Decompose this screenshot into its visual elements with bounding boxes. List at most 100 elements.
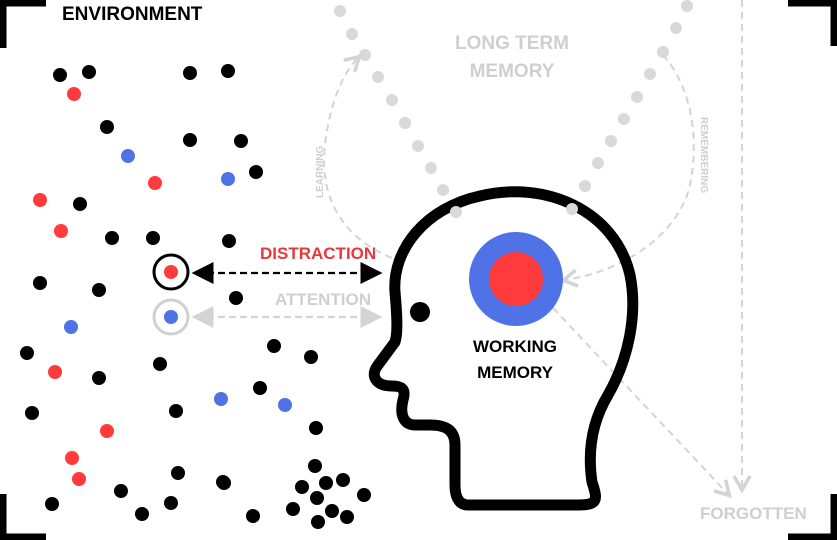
memory-trail-dot <box>631 91 643 103</box>
stimulus-dot-black <box>216 475 230 489</box>
stimulus-dot-black <box>295 480 309 494</box>
head-entry-point-right <box>566 203 578 215</box>
long-term-memory-label-line2: MEMORY <box>470 61 555 82</box>
stimulus-dot-black <box>309 421 323 435</box>
memory-trail-dot <box>346 28 358 40</box>
learning-label: LEARNING <box>315 146 326 198</box>
memory-trail-dot <box>334 5 346 17</box>
stimulus-dot-black <box>253 381 267 395</box>
eye <box>410 302 430 322</box>
stimulus-dot-blue <box>278 398 292 412</box>
stimulus-dot-black <box>105 231 119 245</box>
stimulus-dot-black <box>310 491 324 505</box>
stimulus-dot-black <box>153 357 167 371</box>
stimulus-dot-red <box>148 176 162 190</box>
stimulus-dot-black <box>336 473 350 487</box>
distraction-label: DISTRACTION <box>260 244 376 263</box>
stimulus-dot-black <box>234 134 248 148</box>
stimulus-dot-black <box>53 68 67 82</box>
stimulus-dot-red <box>67 87 81 101</box>
stimulus-dot-black <box>183 66 197 80</box>
corner-bottom-left <box>0 494 46 540</box>
corner-bottom-right <box>788 494 837 540</box>
attention-ring <box>152 298 190 336</box>
memory-trail-dot <box>386 94 398 106</box>
stimulus-dot-red <box>65 451 79 465</box>
stimulus-dot-black <box>229 291 243 305</box>
memory-trail-dot <box>399 117 411 129</box>
corner-top-right <box>788 0 837 46</box>
stimulus-dot-black <box>340 510 354 524</box>
stimulus-dot-black <box>171 466 185 480</box>
stimulus-dot-black <box>246 509 260 523</box>
stimulus-dot-blue <box>214 392 228 406</box>
stimulus-dot-black <box>20 346 34 360</box>
stimulus-dot-red <box>164 265 178 279</box>
stimulus-dot-black <box>304 350 318 364</box>
environment-label: ENVIRONMENT <box>62 4 203 25</box>
stimulus-dot-black <box>308 459 322 473</box>
environment-stimuli <box>20 64 371 529</box>
corner-top-left <box>0 0 46 48</box>
memory-trail-dot <box>644 68 656 80</box>
stimulus-dot-black <box>357 488 371 502</box>
stimulus-dot-blue <box>64 320 78 334</box>
stimulus-dot-black <box>169 404 183 418</box>
stimulus-dot-black <box>221 64 235 78</box>
forgotten-label: FORGOTTEN <box>700 504 807 523</box>
memory-trail-dot <box>657 46 669 58</box>
working-memory-label-line1: WORKING <box>473 337 557 356</box>
distraction-ring <box>152 253 190 291</box>
stimulus-dot-black <box>311 515 325 529</box>
stimulus-dot-blue <box>221 172 235 186</box>
head-outline <box>368 186 639 511</box>
memory-trail-dot <box>605 135 617 147</box>
stimulus-dot-black <box>319 476 333 490</box>
stimulus-dot-black <box>92 371 106 385</box>
memory-trail-dot <box>618 113 630 125</box>
stimulus-dot-red <box>100 424 114 438</box>
remembering-label: REMEMBERING <box>698 117 709 193</box>
attention-label: ATTENTION <box>275 290 371 309</box>
stimulus-dot-red <box>72 472 86 486</box>
memory-trail-dot <box>579 180 591 192</box>
stimulus-dot-black <box>92 283 106 297</box>
stimulus-dot-black <box>249 165 263 179</box>
working-memory-core <box>489 252 543 306</box>
head-entry-point-left <box>450 206 462 218</box>
stimulus-dot-black <box>114 484 128 498</box>
stimulus-dot-black <box>222 234 236 248</box>
stimulus-dot-black <box>135 507 149 521</box>
learning-arrow <box>323 54 404 263</box>
stimulus-dot-black <box>82 65 96 79</box>
stimulus-dot-black <box>25 406 39 420</box>
memory-trail-dot <box>681 0 693 12</box>
memory-trail-dot <box>425 162 437 174</box>
stimulus-dot-blue <box>164 310 178 324</box>
memory-trail-dot <box>670 22 682 34</box>
memory-trail-dot <box>359 49 371 61</box>
stimulus-dot-red <box>48 365 62 379</box>
memory-trail-dot <box>437 184 449 196</box>
stimulus-dot-black <box>146 231 160 245</box>
stimulus-dot-black <box>100 120 114 134</box>
stimulus-dot-blue <box>121 149 135 163</box>
stimulus-dot-black <box>286 502 300 516</box>
stimulus-dot-black <box>164 496 178 510</box>
stimulus-dot-red <box>54 224 68 238</box>
memory-trails <box>334 0 693 196</box>
forgotten-arrow-diagonal <box>552 307 732 499</box>
working-memory-label-line2: MEMORY <box>477 363 554 382</box>
stimulus-dot-red <box>33 193 47 207</box>
stimulus-dot-black <box>33 276 47 290</box>
stimulus-dot-black <box>73 197 87 211</box>
memory-trail-dot <box>372 71 384 83</box>
stimulus-dot-black <box>45 497 59 511</box>
memory-trail-dot <box>412 140 424 152</box>
stimulus-dot-black <box>325 504 339 518</box>
memory-trail-dot <box>592 157 604 169</box>
remembering-arrow <box>559 54 695 288</box>
stimulus-dot-black <box>267 339 281 353</box>
